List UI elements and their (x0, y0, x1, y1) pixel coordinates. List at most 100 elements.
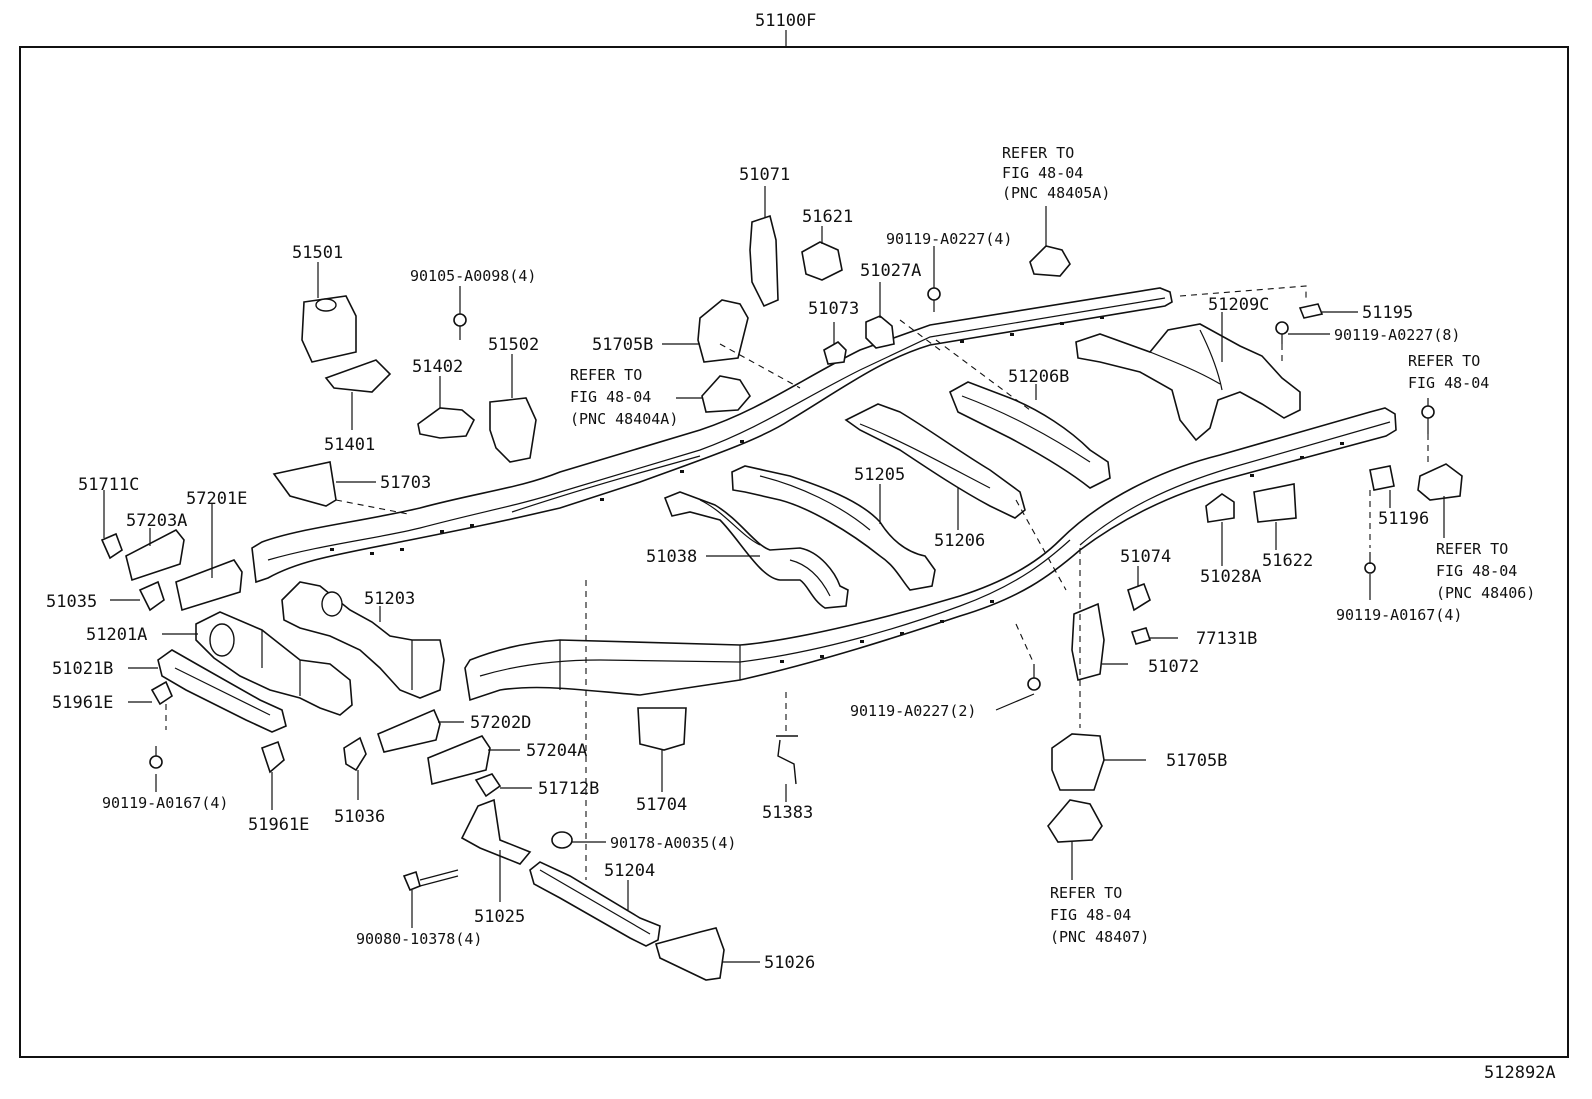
refer-note-fig-right: REFER TO FIG 48-04 (1408, 352, 1489, 392)
bracket-77131b (1130, 627, 1152, 645)
label-51402: 51402 (412, 357, 463, 377)
svg-text:REFER TO: REFER TO (1002, 144, 1074, 162)
bracket-51036 (343, 736, 367, 772)
label-51705b-bottom: 51705B (1166, 751, 1227, 771)
label-51502: 51502 (488, 335, 539, 355)
bracket-51196 (1369, 465, 1395, 491)
svg-text:REFER TO: REFER TO (1408, 352, 1480, 370)
bracket-51502 (489, 397, 537, 463)
label-51021b: 51021B (52, 659, 113, 679)
label-77131b: 77131B (1196, 629, 1257, 649)
crossmember-51205 (731, 465, 936, 591)
bolt-90119-a0227-2 (1027, 664, 1041, 691)
label-51035: 51035 (46, 592, 97, 612)
bolt-fig-right (1421, 405, 1435, 434)
bracket-51961e-bottom (260, 740, 285, 774)
svg-text:(PNC 48406): (PNC 48406) (1436, 584, 1535, 602)
label-51206: 51206 (934, 531, 985, 551)
label-90119-a0167-left: 90119-A0167(4) (102, 794, 228, 812)
bracket-51028a (1205, 493, 1235, 523)
label-51036: 51036 (334, 807, 385, 827)
bracket-48404a (701, 375, 751, 413)
label-51711c: 51711C (78, 475, 139, 495)
svg-text:FIG 48-04: FIG 48-04 (1002, 164, 1083, 182)
svg-text:(PNC 48404A): (PNC 48404A) (570, 410, 678, 428)
bracket-51402 (417, 407, 475, 439)
refer-note-48405a: REFER TO FIG 48-04 (PNC 48405A) (1002, 144, 1110, 202)
label-90178: 90178-A0035(4) (610, 834, 736, 852)
assembly-ref-label: 51100F (755, 11, 816, 31)
refer-note-48404a: REFER TO FIG 48-04 (PNC 48404A) (570, 366, 678, 428)
label-51622: 51622 (1262, 551, 1313, 571)
label-51705b-top: 51705B (592, 335, 653, 355)
bracket-51026 (655, 927, 725, 981)
leader-lines (103, 186, 1445, 963)
bracket-51025 (460, 798, 532, 865)
svg-text:FIG 48-04: FIG 48-04 (1408, 374, 1489, 392)
label-90119-a0167-right: 90119-A0167(4) (1336, 606, 1462, 624)
svg-text:REFER TO: REFER TO (570, 366, 642, 384)
label-51961e-left: 51961E (52, 693, 113, 713)
frame-rails (251, 287, 1397, 702)
label-51201a: 51201A (86, 625, 147, 645)
label-51025: 51025 (474, 907, 525, 927)
label-51712b: 51712B (538, 779, 599, 799)
label-51401: 51401 (324, 435, 375, 455)
bracket-51961e-left (150, 680, 173, 706)
label-51027a: 51027A (860, 261, 921, 281)
crossmember-51204 (529, 861, 661, 947)
bracket-51073 (823, 341, 847, 365)
bolt-90080 (402, 869, 459, 892)
bracket-51383 (776, 735, 798, 785)
bracket-51027a (865, 315, 895, 349)
bracket-48407 (1047, 799, 1103, 843)
bolt-90105 (453, 313, 467, 340)
label-57203a: 57203A (126, 511, 187, 531)
label-51205: 51205 (854, 465, 905, 485)
bracket-57202d (377, 708, 441, 753)
label-51209c: 51209C (1208, 295, 1269, 315)
figure-id: 512892A (1484, 1063, 1556, 1083)
bracket-48405a (1029, 245, 1071, 277)
label-57204a: 57204A (526, 741, 587, 761)
bracket-48406 (1417, 463, 1463, 501)
svg-text:FIG 48-04: FIG 48-04 (1050, 906, 1131, 924)
label-51204: 51204 (604, 861, 655, 881)
bracket-51703 (272, 461, 337, 507)
svg-text:REFER TO: REFER TO (1050, 884, 1122, 902)
bracket-51705b-top (697, 299, 749, 363)
label-51961e-bottom: 51961E (248, 815, 309, 835)
label-51073: 51073 (808, 299, 859, 319)
bolt-90119-a0167-left (149, 746, 163, 769)
label-51195: 51195 (1362, 303, 1413, 323)
bracket-57203a (125, 528, 185, 582)
label-90080: 90080-10378(4) (356, 930, 482, 948)
svg-text:FIG 48-04: FIG 48-04 (1436, 562, 1517, 580)
crossmember-51201a (195, 611, 353, 716)
bracket-51622 (1253, 483, 1297, 523)
svg-text:REFER TO: REFER TO (1436, 540, 1508, 558)
bracket-51621 (801, 241, 843, 281)
label-51203: 51203 (364, 589, 415, 609)
bracket-51705b-bottom (1051, 733, 1105, 791)
label-51196: 51196 (1378, 509, 1429, 529)
label-51704: 51704 (636, 795, 687, 815)
bracket-57201e (175, 559, 243, 612)
label-51206b: 51206B (1008, 367, 1069, 387)
label-51038: 51038 (646, 547, 697, 567)
label-51072: 51072 (1148, 657, 1199, 677)
crossmember-51206b (948, 381, 1111, 489)
bracket-51501 (301, 295, 357, 363)
label-51703: 51703 (380, 473, 431, 493)
refer-note-48407: REFER TO FIG 48-04 (PNC 48407) (1050, 884, 1149, 946)
svg-text:(PNC 48405A): (PNC 48405A) (1002, 184, 1110, 202)
label-51071: 51071 (739, 165, 790, 185)
label-51028a: 51028A (1200, 567, 1261, 587)
label-51501: 51501 (292, 243, 343, 263)
label-57202d: 57202D (470, 713, 531, 733)
label-51026: 51026 (764, 953, 815, 973)
label-90119-a0227-2: 90119-A0227(2) (850, 702, 976, 720)
svg-text:(PNC 48407): (PNC 48407) (1050, 928, 1149, 946)
bracket-51711c (100, 532, 123, 560)
